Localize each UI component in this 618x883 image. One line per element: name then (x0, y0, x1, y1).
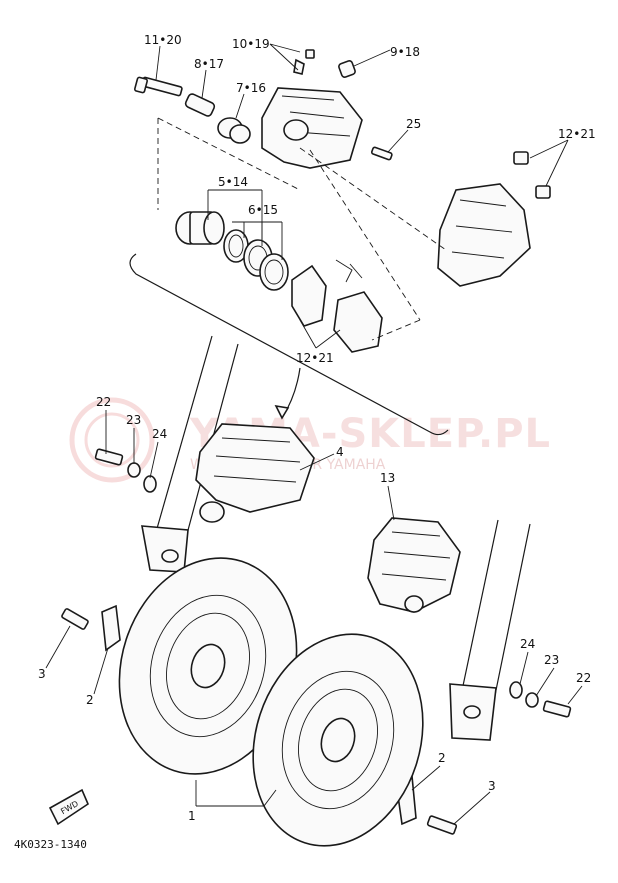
callout-10-19: 10•19 (232, 37, 270, 51)
pin-bolt-part (370, 146, 393, 161)
bleed-screw-part (293, 49, 315, 75)
callout-labels: 11•20 10•19 9•18 8•17 7•16 25 12•21 5•14… (38, 33, 596, 823)
callout-3-right: 3 (488, 779, 496, 793)
callout-1: 1 (188, 809, 196, 823)
callout-24-left: 24 (152, 427, 167, 441)
callout-7-16: 7•16 (236, 81, 266, 95)
brake-caliper-right (367, 517, 461, 613)
group-bracket (129, 253, 449, 436)
callout-3-left: 3 (38, 667, 46, 681)
caliper-bolt-part (134, 76, 183, 97)
fwd-arrow-icon: FWD (48, 788, 89, 826)
callout-11-20: 11•20 (144, 33, 182, 47)
caliper-body-upper (261, 87, 363, 169)
disc-bolt-left (61, 604, 121, 652)
callout-8-17: 8•17 (194, 57, 224, 71)
watermark-logo (69, 397, 155, 483)
boot-part (217, 117, 251, 144)
brake-caliper-left (195, 423, 315, 523)
brake-disc-right (252, 633, 424, 847)
brake-disc-left (118, 557, 298, 775)
callout-13: 13 (380, 471, 395, 485)
cap-part (338, 60, 356, 78)
right-fork-tube (449, 519, 531, 741)
mounting-bolt-left (94, 448, 157, 493)
callout-2-left: 2 (86, 693, 94, 707)
callout-22-left: 22 (96, 395, 111, 409)
sleeve-part (184, 93, 216, 117)
leader-lines (45, 43, 583, 825)
piston-part (175, 211, 225, 245)
callout-12-21-top: 12•21 (558, 127, 596, 141)
mounting-bolt-right (509, 681, 572, 718)
brake-pads-part (291, 259, 383, 353)
callout-23-left: 23 (126, 413, 141, 427)
callout-25: 25 (406, 117, 421, 131)
callout-9-18: 9•18 (390, 45, 420, 59)
callout-22-right: 22 (576, 671, 591, 685)
alignment-lines (157, 117, 447, 341)
piston-seals-part (223, 229, 289, 291)
watermark: YAMA-SKLEP.PL W...WICZ | DEALER YAMAHA (69, 397, 550, 483)
caliper-body-right (437, 151, 551, 287)
callout-6-15: 6•15 (248, 203, 278, 217)
callout-24-right: 24 (520, 637, 535, 651)
callout-4: 4 (336, 445, 344, 459)
diagram-code: 4K0323-1340 (14, 838, 87, 851)
callout-2-right: 2 (438, 751, 446, 765)
callout-23-right: 23 (544, 653, 559, 667)
callout-5-14: 5•14 (218, 175, 248, 189)
callout-12-21-pads: 12•21 (296, 351, 334, 365)
